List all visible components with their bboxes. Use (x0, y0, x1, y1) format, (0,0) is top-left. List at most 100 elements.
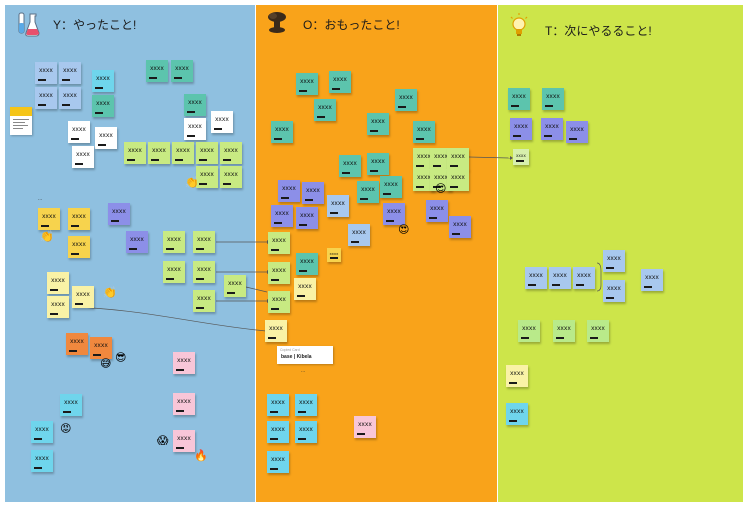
sticky-note[interactable]: xxxx (327, 195, 349, 217)
sticky-note[interactable]: xxxx (296, 73, 318, 95)
sticky-note[interactable]: xxxx (383, 203, 405, 225)
sticky-note[interactable]: xxxx (367, 113, 389, 135)
sticky-note[interactable]: xxxx (66, 333, 88, 355)
sticky-note[interactable]: xxxx (108, 203, 130, 225)
sticky-note[interactable]: xxxx (506, 403, 528, 425)
sticky-note[interactable]: xxxx (173, 393, 195, 415)
sticky-note[interactable]: xxxx (566, 121, 588, 143)
sticky-note[interactable]: xxxx (59, 62, 81, 84)
sticky-note[interactable]: xxxx (193, 231, 215, 253)
sticky-note[interactable]: xxxx (126, 231, 148, 253)
sticky-note[interactable]: xxxx (163, 261, 185, 283)
sticky-note[interactable]: xxxx (430, 169, 452, 191)
sticky-note[interactable]: xxxx (146, 60, 168, 82)
sticky-note[interactable]: xxxx (35, 62, 57, 84)
sticky-note[interactable]: xxxx (413, 148, 435, 170)
sticky-note[interactable]: xxxx (348, 224, 370, 246)
sticky-note[interactable]: xxxx (47, 272, 69, 294)
sticky-note[interactable]: xxxx (224, 275, 246, 297)
sticky-note[interactable]: xxxx (357, 181, 379, 203)
sticky-note[interactable]: xxxx (413, 169, 435, 191)
sticky-note[interactable]: xxxx (193, 261, 215, 283)
sticky-note[interactable]: xxxx (68, 236, 90, 258)
sticky-note[interactable]: xxxx (59, 87, 81, 109)
sticky-note[interactable]: xxxx (72, 146, 94, 168)
sticky-note[interactable]: xxxx (542, 88, 564, 110)
sticky-note[interactable]: xxxx (173, 352, 195, 374)
sticky-note[interactable]: xxxx (339, 155, 361, 177)
sticky-note[interactable]: xxxx (268, 232, 290, 254)
sticky-note[interactable]: xxxx (184, 94, 206, 116)
sticky-note[interactable]: xxxx (295, 394, 317, 416)
sticky-note[interactable]: xxxx (395, 89, 417, 111)
sticky-note[interactable]: xxxx (367, 153, 389, 175)
sticky-note[interactable]: xxxx (296, 207, 318, 229)
sticky-note[interactable]: xxxx (278, 180, 300, 202)
sticky-note[interactable]: xxxx (267, 451, 289, 473)
sticky-note[interactable]: xxxx (541, 118, 563, 140)
sticky-note[interactable]: xxxx (47, 296, 69, 318)
sticky-note[interactable]: xxxx (426, 200, 448, 222)
sticky-note[interactable]: xxxx (265, 320, 287, 342)
sticky-note[interactable]: xxxx (211, 111, 233, 133)
sticky-note[interactable]: xxxx (573, 267, 595, 289)
sticky-note[interactable]: xxxx (447, 148, 469, 170)
sticky-note[interactable]: xxxx (525, 267, 547, 289)
link-card[interactable]: Copied Card base | Kibela (277, 346, 333, 364)
sticky-note[interactable]: xxxx (196, 166, 218, 188)
sticky-note[interactable]: xxxx (68, 208, 90, 230)
sticky-note[interactable]: xxxx (296, 253, 318, 275)
sticky-note[interactable]: xxxx (327, 248, 341, 262)
sticky-note[interactable]: xxxx (271, 121, 293, 143)
sticky-note[interactable]: xxxx (354, 416, 376, 438)
sticky-note[interactable]: xxxx (641, 269, 663, 291)
sticky-note[interactable]: xxxx (92, 70, 114, 92)
sticky-note[interactable]: xxxx (220, 142, 242, 164)
sticky-note[interactable]: xxxx (587, 320, 609, 342)
sticky-note[interactable]: xxxx (171, 60, 193, 82)
sticky-note[interactable]: xxxx (268, 262, 290, 284)
sticky-note[interactable]: xxxx (163, 231, 185, 253)
sticky-note[interactable]: xxxx (508, 88, 530, 110)
sticky-note[interactable]: xxxx (268, 291, 290, 313)
sticky-note[interactable]: xxxx (35, 87, 57, 109)
document-thumbnail[interactable] (10, 107, 32, 135)
sticky-note[interactable]: xxxx (295, 421, 317, 443)
sticky-note[interactable]: xxxx (68, 121, 90, 143)
sticky-note[interactable]: xxxx (603, 250, 625, 272)
sticky-note[interactable]: xxxx (38, 208, 60, 230)
sticky-note[interactable]: xxxx (95, 127, 117, 149)
sticky-note[interactable]: xxxx (31, 450, 53, 472)
sticky-note[interactable]: xxxx (267, 421, 289, 443)
sticky-note[interactable]: xxxx (90, 337, 112, 359)
sticky-note[interactable]: xxxx (31, 421, 53, 443)
sticky-note[interactable]: xxxx (302, 182, 324, 204)
sticky-note[interactable]: xxxx (513, 149, 529, 165)
sticky-note[interactable]: xxxx (314, 99, 336, 121)
sticky-note[interactable]: xxxx (172, 142, 194, 164)
sticky-note[interactable]: xxxx (518, 320, 540, 342)
sticky-note[interactable]: xxxx (430, 148, 452, 170)
sticky-note[interactable]: xxxx (92, 95, 114, 117)
sticky-note[interactable]: xxxx (72, 286, 94, 308)
sticky-note[interactable]: xxxx (549, 267, 571, 289)
sticky-note[interactable]: xxxx (294, 278, 316, 300)
sticky-note[interactable]: xxxx (329, 71, 351, 93)
sticky-note[interactable]: xxxx (196, 142, 218, 164)
sticky-note[interactable]: xxxx (380, 176, 402, 198)
sticky-note[interactable]: xxxx (193, 290, 215, 312)
sticky-note[interactable]: xxxx (267, 394, 289, 416)
sticky-note[interactable]: xxxx (510, 118, 532, 140)
sticky-note[interactable]: xxxx (184, 118, 206, 140)
sticky-note[interactable]: xxxx (148, 142, 170, 164)
sticky-note[interactable]: xxxx (553, 320, 575, 342)
sticky-note[interactable]: xxxx (271, 205, 293, 227)
sticky-note[interactable]: xxxx (506, 365, 528, 387)
sticky-note[interactable]: xxxx (124, 142, 146, 164)
sticky-note[interactable]: xxxx (60, 394, 82, 416)
sticky-note[interactable]: xxxx (220, 166, 242, 188)
sticky-note[interactable]: xxxx (413, 121, 435, 143)
sticky-note[interactable]: xxxx (603, 280, 625, 302)
sticky-note[interactable]: xxxx (449, 216, 471, 238)
sticky-note[interactable]: xxxx (447, 169, 469, 191)
